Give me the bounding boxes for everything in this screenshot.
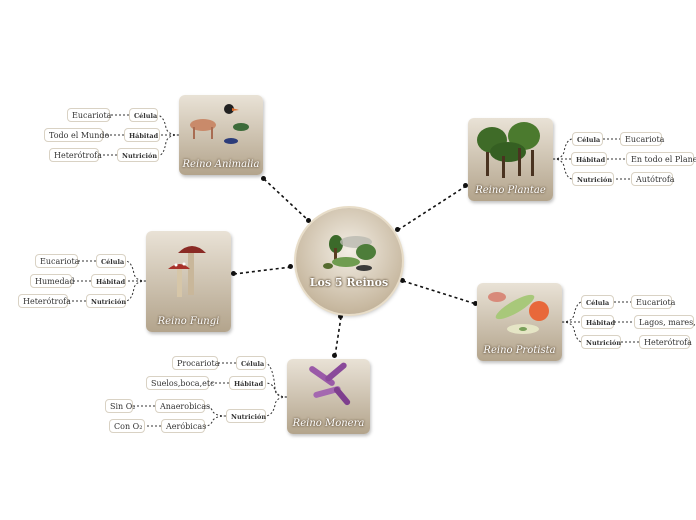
trees-illustration: [477, 122, 540, 178]
monera-con-o2[interactable]: Con O₂: [109, 419, 145, 433]
protista-habitat-label[interactable]: Hábitad: [581, 315, 615, 329]
fungi-habitat-label[interactable]: Hábitad: [91, 274, 126, 288]
monera-celula-label[interactable]: Célula: [236, 356, 266, 370]
link-dot: [288, 264, 293, 269]
link-dot: [332, 353, 337, 358]
protists-illustration: [488, 292, 549, 334]
card-fungi[interactable]: Reino Fungi: [146, 231, 231, 332]
fungi-habitat-value[interactable]: Humedad: [30, 274, 74, 288]
monera-sin-o2[interactable]: Sin O₂: [105, 399, 136, 413]
link-plantae: [397, 185, 467, 231]
link-protista: [402, 280, 477, 305]
fungi-nutricion-label[interactable]: Nutrición: [86, 294, 126, 308]
animalia-celula-value[interactable]: Eucariota: [67, 108, 111, 122]
link-dot: [306, 218, 311, 223]
card-plantae-title: Reino Plantae: [475, 185, 546, 196]
link-dot: [473, 301, 478, 306]
plantae-habitat-value[interactable]: En todo el Planeta: [626, 152, 696, 166]
monera-aerobicas[interactable]: Aeróbicas: [161, 419, 206, 433]
card-plantae[interactable]: Reino Plantae: [468, 118, 553, 201]
link-dot: [395, 227, 400, 232]
monera-habitat-label[interactable]: Hábitad: [229, 376, 266, 390]
plantae-celula-value[interactable]: Eucariota: [620, 132, 664, 146]
monera-anaerobicas[interactable]: Anaerobicas: [155, 399, 210, 413]
central-topic[interactable]: Los 5 Reinos: [296, 208, 402, 314]
animalia-nutricion-label[interactable]: Nutrición: [117, 148, 159, 162]
link-dot: [400, 278, 405, 283]
link-dot: [231, 271, 236, 276]
animalia-celula-label[interactable]: Célula: [129, 108, 158, 122]
monera-habitat-value[interactable]: Suelos,boca,etc: [146, 376, 215, 390]
landscape-illustration: [323, 235, 376, 271]
protista-habitat-value[interactable]: Lagos, mares, etc: [634, 315, 696, 329]
link-dot: [338, 314, 343, 319]
fungi-celula-value[interactable]: Eucariota: [35, 254, 79, 268]
card-animalia[interactable]: Reino Animalia: [179, 95, 263, 175]
animalia-nutricion-value[interactable]: Heterótrofa: [49, 148, 102, 162]
central-topic-title: Los 5 Reinos: [309, 276, 389, 289]
protista-celula-label[interactable]: Célula: [581, 295, 614, 309]
mushrooms-illustration: [168, 246, 206, 297]
link-animalia: [263, 178, 310, 222]
link-monera: [334, 316, 342, 357]
plantae-habitat-label[interactable]: Hábitad: [571, 152, 607, 166]
link-dot: [463, 183, 468, 188]
link-dot: [261, 176, 266, 181]
card-animalia-title: Reino Animalia: [182, 159, 260, 170]
card-fungi-title: Reino Fungi: [157, 316, 220, 327]
animalia-habitat-label[interactable]: Hábitad: [124, 128, 160, 142]
card-monera[interactable]: Reino Monera: [287, 359, 370, 434]
protista-nutricion-value[interactable]: Heterótrofa: [639, 335, 692, 349]
monera-celula-value[interactable]: Procariota: [172, 356, 219, 370]
card-protista-title: Reino Protista: [483, 345, 556, 356]
animals-illustration: [190, 104, 249, 144]
bacteria-illustration: [309, 362, 351, 406]
fungi-nutricion-value[interactable]: Heterótrofa: [18, 294, 71, 308]
animalia-habitat-value[interactable]: Todo el Mundo: [44, 128, 109, 142]
card-monera-title: Reino Monera: [292, 418, 365, 429]
protista-celula-value[interactable]: Eucariota: [631, 295, 675, 309]
fungi-celula-label[interactable]: Célula: [96, 254, 126, 268]
plantae-celula-label[interactable]: Célula: [572, 132, 603, 146]
protista-nutricion-label[interactable]: Nutrición: [581, 335, 621, 349]
plantae-nutricion-value[interactable]: Autótrofa: [631, 172, 675, 186]
monera-nutricion-label[interactable]: Nutrición: [226, 409, 266, 423]
plantae-nutricion-label[interactable]: Nutrición: [572, 172, 614, 186]
link-fungi: [233, 266, 292, 275]
card-protista[interactable]: Reino Protista: [477, 283, 562, 361]
